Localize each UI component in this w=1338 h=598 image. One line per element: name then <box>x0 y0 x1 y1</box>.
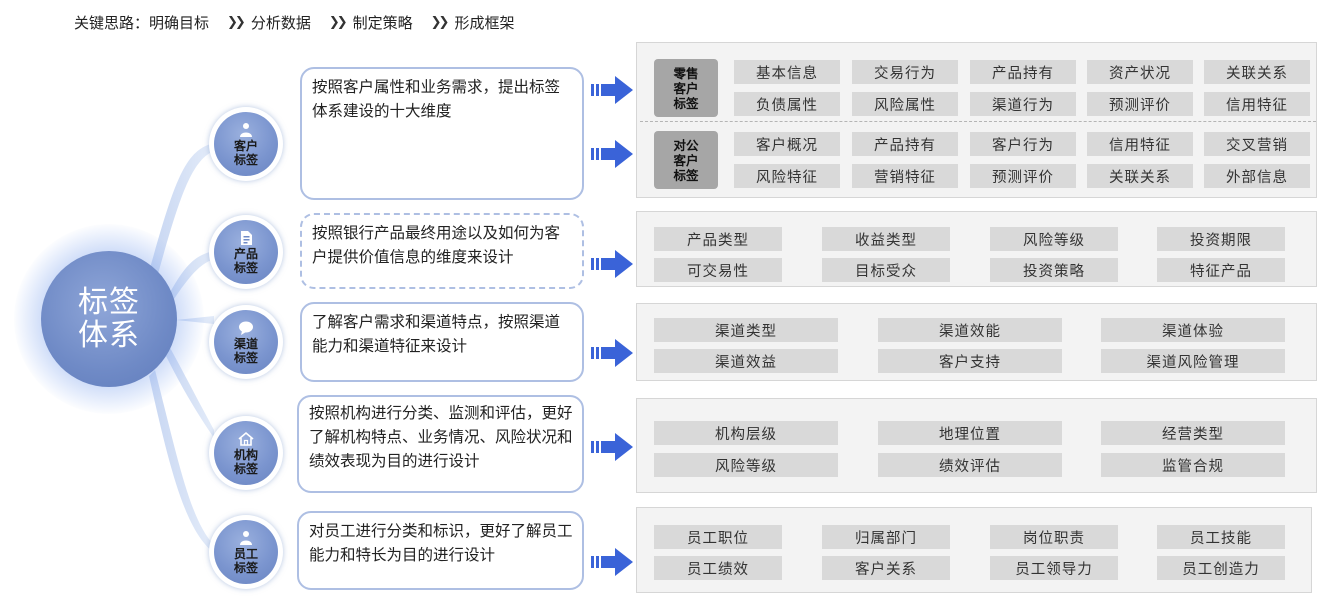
employee-tag-panel <box>636 507 1312 593</box>
node-label-line2: 标签 <box>233 260 258 275</box>
node-label-line2: 标签 <box>233 350 258 365</box>
tag-item: 渠道效能 <box>878 318 1062 342</box>
institution-tag-panel <box>636 398 1317 493</box>
tag-item: 可交易性 <box>654 258 782 282</box>
arrow-right-icon <box>591 250 633 278</box>
tag-item: 信用特征 <box>1087 132 1193 156</box>
chevron-right-icon: ❯❯ <box>227 14 246 30</box>
node-label-line1: 员工 <box>233 546 258 561</box>
chevron-right-icon: ❯❯ <box>328 14 348 30</box>
node-label-line2: 标签 <box>233 461 258 476</box>
tag-item: 员工创造力 <box>1157 556 1285 580</box>
dashed-divider <box>640 121 1316 122</box>
tag-item: 基本信息 <box>734 60 840 84</box>
tag-item: 经营类型 <box>1101 421 1285 445</box>
tag-item: 资产状况 <box>1087 60 1193 84</box>
tag-item: 员工绩效 <box>654 556 782 580</box>
tag-item: 风险等级 <box>654 453 838 477</box>
header-step-3: 制定策略 <box>352 13 413 32</box>
node-label-line1: 渠道 <box>233 336 258 351</box>
arrow-right-icon <box>591 140 633 168</box>
tag-item: 负债属性 <box>734 92 840 116</box>
chevron-right-icon: ❯❯ <box>430 14 450 30</box>
tag-item: 交易行为 <box>852 60 958 84</box>
tag-item: 产品类型 <box>654 227 782 251</box>
tag-item: 客户支持 <box>878 349 1062 373</box>
tag-item: 岗位职责 <box>990 525 1118 549</box>
customer-tag-node: 客户标签 <box>209 107 283 181</box>
channel-tag-description: 了解客户需求和渠道特点，按照渠道能力和渠道特征来设计 <box>300 302 584 382</box>
tag-item: 营销特征 <box>852 164 958 188</box>
tag-item: 产品持有 <box>970 60 1076 84</box>
arrow-right-icon <box>591 339 633 367</box>
corporate-customer-category: 对公客户标签 <box>654 131 718 189</box>
document-icon <box>241 230 252 245</box>
arrow-right-icon <box>591 548 633 576</box>
header-step-4: 形成框架 <box>454 13 515 32</box>
tag-item: 员工领导力 <box>990 556 1118 580</box>
header-step-2: 分析数据 <box>250 13 311 32</box>
tag-item: 渠道效益 <box>654 349 838 373</box>
tag-item: 客户关系 <box>822 556 950 580</box>
tag-item: 绩效评估 <box>878 453 1062 477</box>
tag-item: 投资策略 <box>990 258 1118 282</box>
tag-item: 收益类型 <box>822 227 950 251</box>
tag-item: 风险特征 <box>734 164 840 188</box>
tag-item: 风险等级 <box>990 227 1118 251</box>
node-label-line1: 机构 <box>233 447 258 462</box>
tag-item: 外部信息 <box>1204 164 1310 188</box>
tag-item: 渠道类型 <box>654 318 838 342</box>
employee-tag-description: 对员工进行分类和标识，更好了解员工能力和特长为目的进行设计 <box>297 511 584 590</box>
tag-item: 信用特征 <box>1204 92 1310 116</box>
node-label-line2: 标签 <box>233 152 258 167</box>
tag-item: 预测评价 <box>1087 92 1193 116</box>
tag-item: 归属部门 <box>822 525 950 549</box>
house-icon <box>238 431 254 446</box>
tag-item: 渠道行为 <box>970 92 1076 116</box>
tag-item: 地理位置 <box>878 421 1062 445</box>
header-step-1: 明确目标 <box>149 13 210 32</box>
tag-item: 风险属性 <box>852 92 958 116</box>
tag-item: 投资期限 <box>1157 227 1285 251</box>
tag-item: 关联关系 <box>1204 60 1310 84</box>
person-icon <box>240 122 252 137</box>
tag-item: 机构层级 <box>654 421 838 445</box>
institution-tag-node: 机构标签 <box>209 416 283 490</box>
node-label-line1: 产品 <box>233 246 258 261</box>
center-title-line2: 体系 <box>78 318 140 353</box>
tag-item: 渠道体验 <box>1101 318 1285 342</box>
tag-item: 预测评价 <box>970 164 1076 188</box>
institution-tag-description: 按照机构进行分类、监测和评估，更好了解机构特点、业务情况、风险状况和绩效表现为目… <box>297 395 584 493</box>
tag-item: 员工职位 <box>654 525 782 549</box>
tag-item: 关联关系 <box>1087 164 1193 188</box>
tag-item: 客户行为 <box>970 132 1076 156</box>
tag-item: 员工技能 <box>1157 525 1285 549</box>
employee-tag-node: 员工标签 <box>209 515 283 589</box>
product-tag-description: 按照银行产品最终用途以及如何为客户提供价值信息的维度来设计 <box>300 213 584 289</box>
customer-tag-description: 按照客户属性和业务需求，提出标签体系建设的十大维度 <box>300 67 584 200</box>
channel-tag-node: 渠道标签 <box>209 305 283 379</box>
tag-item: 交叉营销 <box>1204 132 1310 156</box>
key-ideas-header: 关键思路： 明确目标 ❯❯ 分析数据 ❯❯ 制定策略 ❯❯ 形成框架 <box>74 10 514 34</box>
person-icon <box>240 530 252 545</box>
tag-item: 渠道风险管理 <box>1101 349 1285 373</box>
tag-item: 客户概况 <box>734 132 840 156</box>
header-label: 关键思路： <box>74 13 150 32</box>
tag-item: 监管合规 <box>1101 453 1285 477</box>
node-label-line1: 客户 <box>233 138 258 153</box>
chat-icon <box>239 321 253 335</box>
tag-item: 目标受众 <box>822 258 950 282</box>
product-tag-node: 产品标签 <box>209 215 283 289</box>
tag-item: 产品持有 <box>852 132 958 156</box>
retail-customer-category: 零售客户标签 <box>654 59 718 117</box>
center-title-line1: 标签 <box>78 285 140 320</box>
tag-item: 特征产品 <box>1157 258 1285 282</box>
arrow-right-icon <box>591 76 633 104</box>
tag-system-center: 标签体系 <box>41 251 177 387</box>
node-label-line2: 标签 <box>233 560 258 575</box>
arrow-right-icon <box>591 433 633 461</box>
